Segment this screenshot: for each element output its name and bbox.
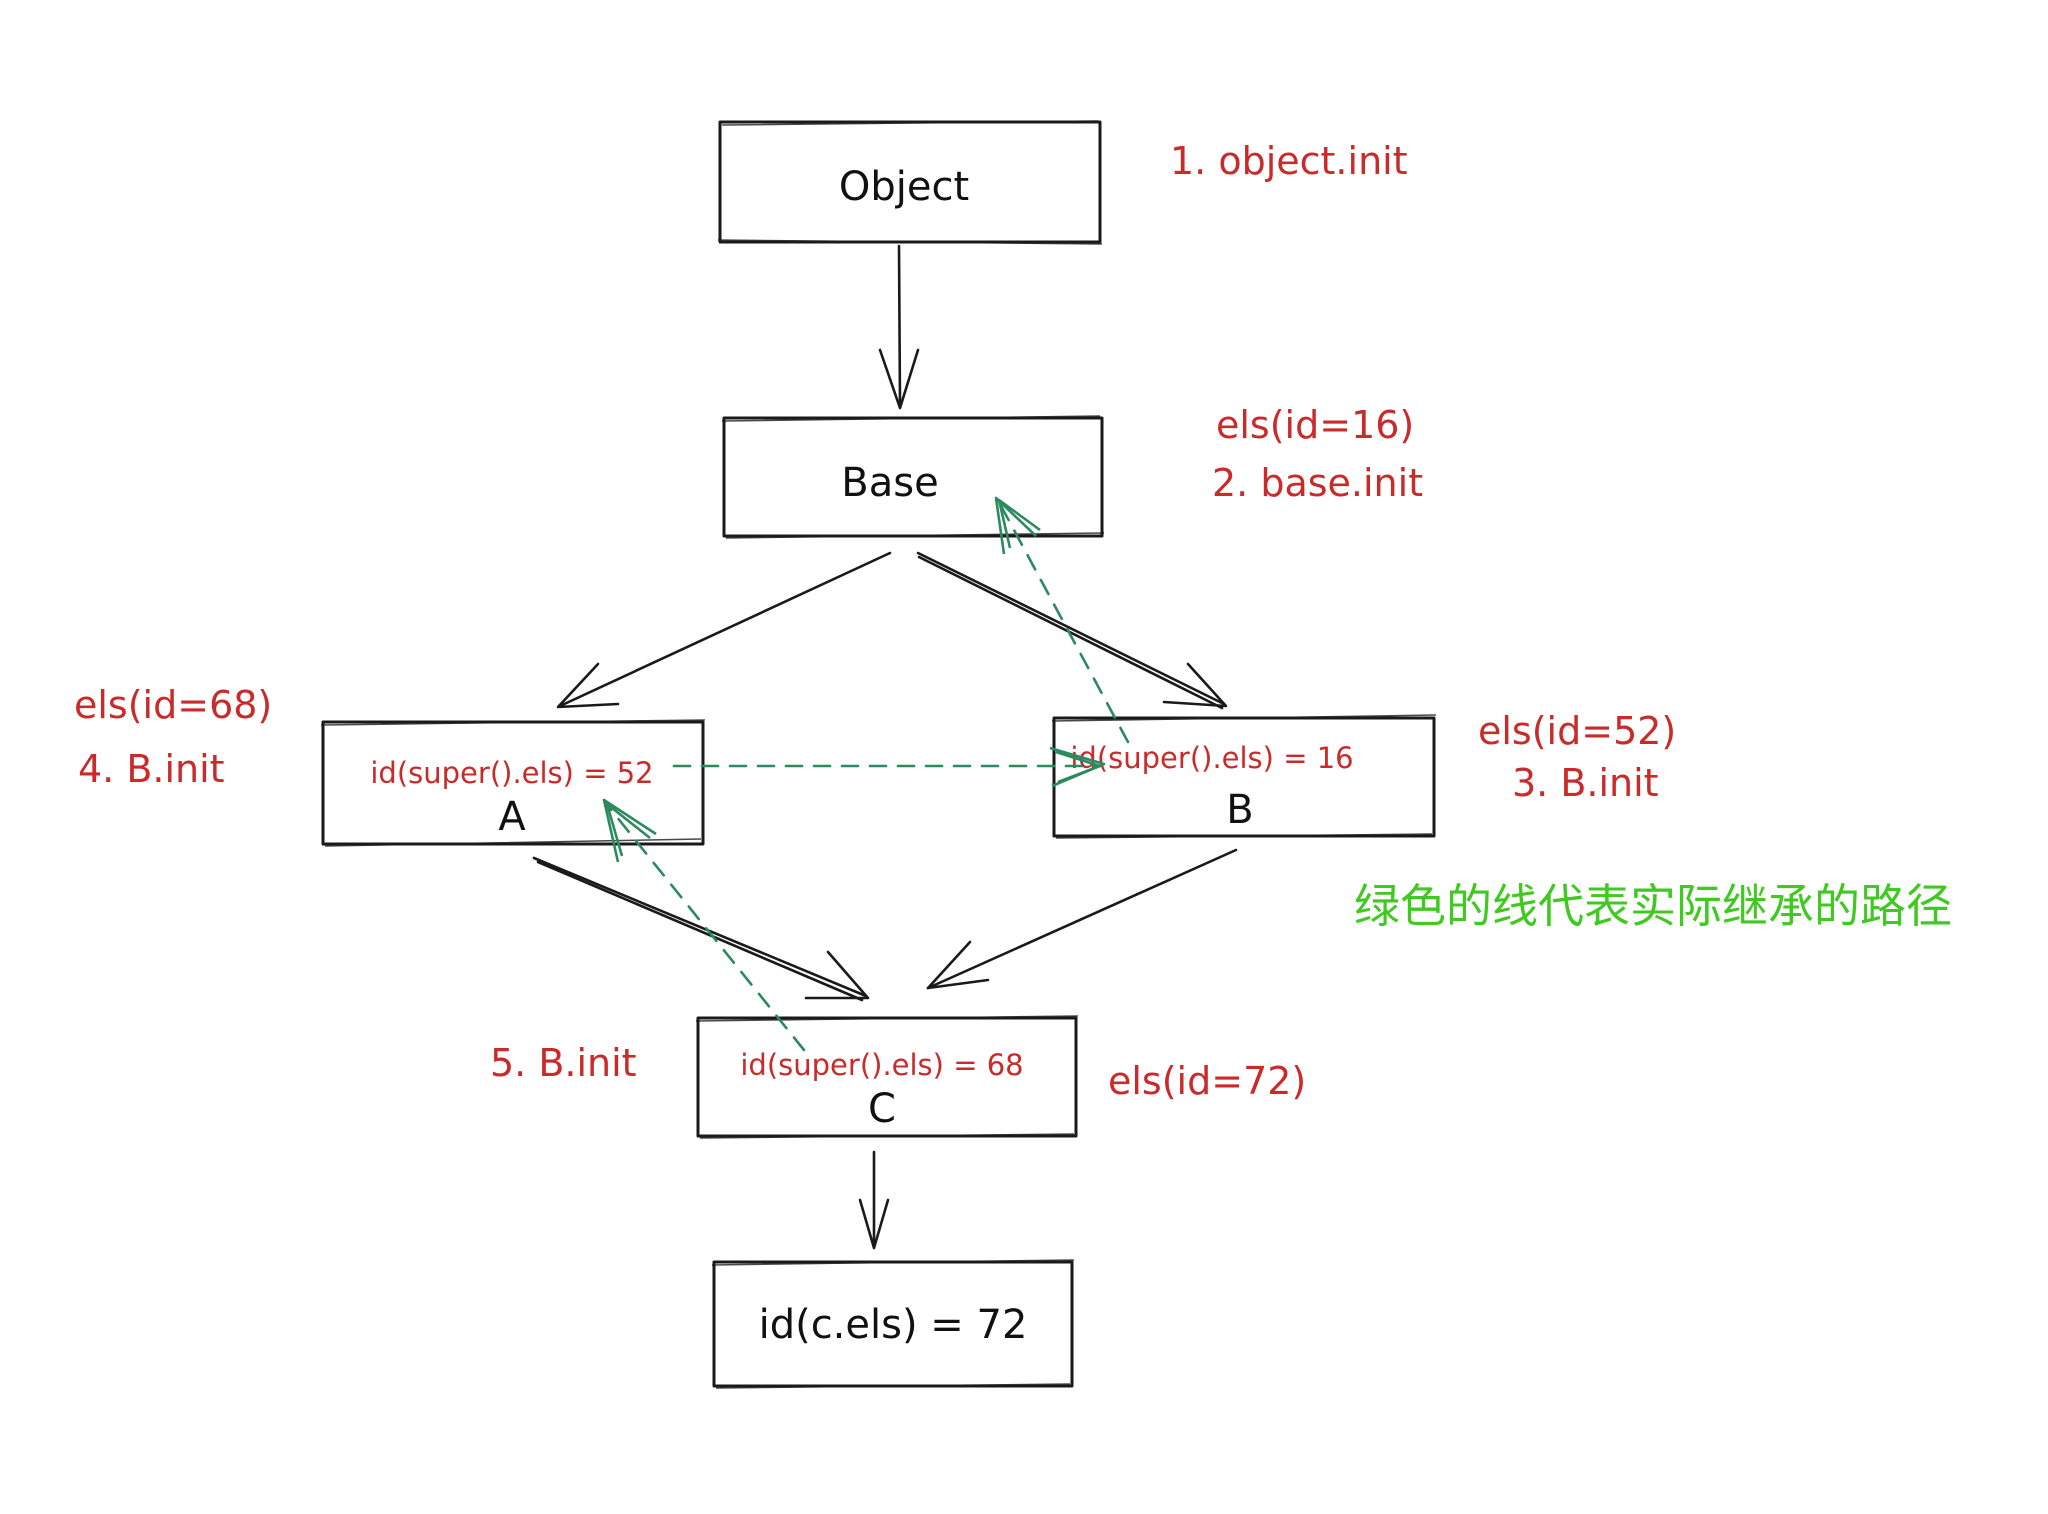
arrow-b-to-c <box>926 848 1238 990</box>
node-result: id(c.els) = 72 <box>711 1259 1075 1389</box>
node-a: id(super().els) = 52 A <box>320 719 706 847</box>
green-arrow-b-to-base <box>994 496 1130 744</box>
arrow-base-to-b <box>916 551 1228 710</box>
annotation-c-init: 5. B.init <box>490 1041 637 1085</box>
annotation-b-els: els(id=52) <box>1478 709 1676 753</box>
node-c: id(super().els) = 68 C <box>695 1015 1079 1139</box>
arrow-c-to-result <box>858 1150 890 1250</box>
legend-text: 绿色的线代表实际继承的路径 <box>1354 879 1952 933</box>
annotation-object-init: 1. object.init <box>1170 139 1408 183</box>
green-arrow-c-to-a <box>602 798 806 1052</box>
annotation-a-init: 4. B.init <box>78 747 225 791</box>
node-c-label: C <box>868 1086 896 1132</box>
node-a-inner-label: id(super().els) = 52 <box>370 756 653 790</box>
annotation-c-els: els(id=72) <box>1108 1059 1306 1103</box>
node-b: id(super().els) = 16 B <box>1051 714 1437 839</box>
node-b-label: B <box>1226 787 1253 833</box>
annotation-b-init: 3. B.init <box>1512 761 1659 805</box>
arrow-base-to-a <box>556 551 892 709</box>
annotation-base-init: 2. base.init <box>1212 461 1423 505</box>
annotation-a-els: els(id=68) <box>74 683 272 727</box>
node-b-inner-label: id(super().els) = 16 <box>1070 741 1353 775</box>
annotation-base-els: els(id=16) <box>1216 403 1414 447</box>
node-base: Base <box>721 415 1105 539</box>
node-c-inner-label: id(super().els) = 68 <box>740 1048 1023 1082</box>
node-object-label: Object <box>839 164 969 210</box>
arrow-object-to-base <box>878 244 920 410</box>
node-result-label: id(c.els) = 72 <box>759 1302 1028 1348</box>
node-a-label: A <box>498 794 526 840</box>
arrow-a-to-c <box>532 856 870 1002</box>
node-base-label: Base <box>841 460 938 506</box>
green-arrow-a-to-b <box>672 746 1106 788</box>
node-object: Object <box>717 120 1103 245</box>
